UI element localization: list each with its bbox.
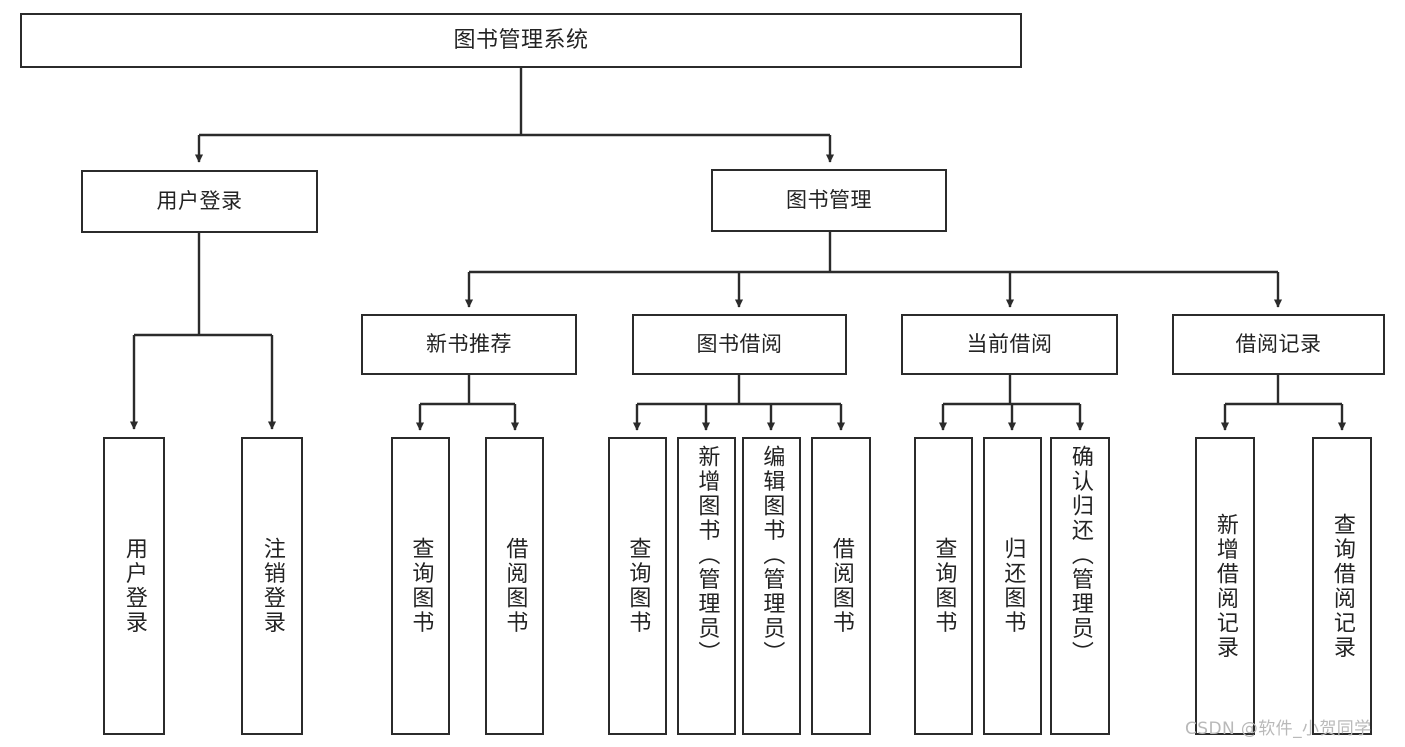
node-label: 归还图书: [1000, 537, 1026, 635]
node-current-borrow[interactable]: 当前借阅: [901, 314, 1118, 375]
leaf-user-login[interactable]: 用户登录: [103, 437, 165, 735]
csdn-watermark: CSDN @软件_小贺同学: [1185, 719, 1372, 739]
node-label: 新书推荐: [426, 332, 512, 357]
node-label: 借阅图书: [502, 537, 528, 635]
node-label: 确认归还（管理员）: [1067, 445, 1093, 666]
node-book-management-system[interactable]: 图书管理系统: [20, 13, 1022, 68]
leaf-query-book-borrow[interactable]: 查询图书: [608, 437, 667, 735]
node-label: 查询图书: [931, 537, 957, 635]
node-label: 借阅图书: [828, 537, 854, 635]
node-label: 新增借阅记录: [1212, 512, 1238, 660]
node-label: 查询图书: [408, 537, 434, 635]
leaf-return-book[interactable]: 归还图书: [983, 437, 1042, 735]
leaf-edit-book-admin[interactable]: 编辑图书（管理员）: [742, 437, 801, 735]
leaf-query-borrow-record[interactable]: 查询借阅记录: [1312, 437, 1372, 735]
leaf-add-book-admin[interactable]: 新增图书（管理员）: [677, 437, 736, 735]
leaf-query-book-recommend[interactable]: 查询图书: [391, 437, 450, 735]
node-label: 借阅记录: [1235, 332, 1322, 357]
node-label: 图书借阅: [696, 332, 783, 357]
node-label: 用户登录: [156, 189, 243, 214]
node-book-borrow[interactable]: 图书借阅: [632, 314, 847, 375]
node-label: 当前借阅: [966, 332, 1053, 357]
node-label: 编辑图书（管理员）: [759, 445, 785, 666]
node-label: 图书管理: [786, 188, 872, 213]
node-label: 注销登录: [259, 537, 285, 635]
leaf-logout[interactable]: 注销登录: [241, 437, 303, 735]
node-label: 查询图书: [625, 537, 651, 635]
node-book-management[interactable]: 图书管理: [711, 169, 947, 232]
node-new-book-recommend[interactable]: 新书推荐: [361, 314, 577, 375]
node-label: 用户登录: [121, 537, 147, 635]
leaf-borrow-book-recommend[interactable]: 借阅图书: [485, 437, 544, 735]
node-user-login[interactable]: 用户登录: [81, 170, 318, 233]
leaf-borrow-book[interactable]: 借阅图书: [811, 437, 871, 735]
node-borrow-record[interactable]: 借阅记录: [1172, 314, 1385, 375]
node-label: 图书管理系统: [453, 27, 589, 53]
leaf-query-book-current[interactable]: 查询图书: [914, 437, 973, 735]
leaf-add-borrow-record[interactable]: 新增借阅记录: [1195, 437, 1255, 735]
leaf-confirm-return-admin[interactable]: 确认归还（管理员）: [1050, 437, 1110, 735]
node-label: 查询借阅记录: [1329, 512, 1355, 660]
node-label: 新增图书（管理员）: [694, 445, 720, 666]
